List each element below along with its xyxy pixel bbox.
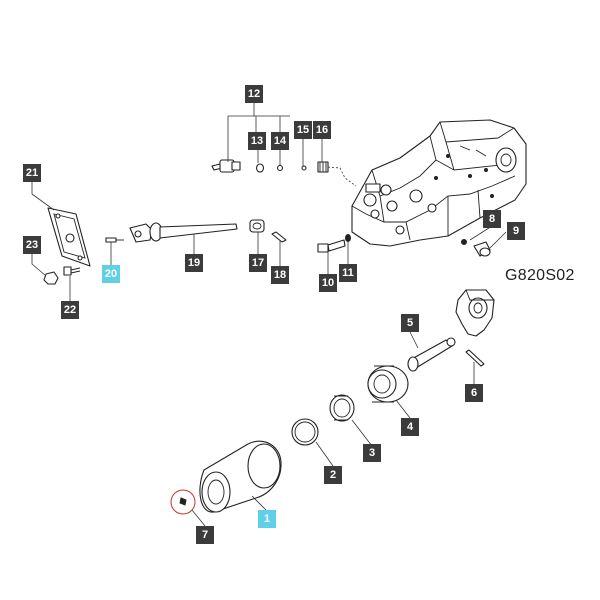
valve-parts-13-16 [211,159,357,187]
nut-23 [43,271,59,285]
drawing-code: G820S02 [505,267,575,284]
washer-20 [105,237,124,243]
callout-17[interactable]: 17 [249,254,267,272]
callout-1[interactable]: 1 [258,510,276,528]
bolt-10 [317,239,346,253]
bushing-17 [249,219,265,233]
ring-3 [329,394,355,422]
plug-7 [170,489,196,515]
callout-8[interactable]: 8 [483,210,501,228]
callout-7[interactable]: 7 [196,526,214,544]
crank-arm [455,289,495,337]
control-rod-19 [129,222,238,243]
callout-14[interactable]: 14 [271,132,289,150]
pin-18 [271,231,287,243]
callout-15[interactable]: 15 [294,121,312,139]
callout-19[interactable]: 19 [185,254,203,272]
seal-8 [461,239,467,245]
callout-2[interactable]: 2 [324,466,342,484]
callout-5[interactable]: 5 [401,314,419,332]
piston-4 [367,365,409,403]
cover-plate-21 [47,207,91,267]
plug-9 [473,241,491,257]
leader-lines [31,103,507,527]
lift-housing-assembly [351,119,527,247]
callout-12[interactable]: 12 [245,85,263,103]
callout-16[interactable]: 16 [313,121,331,139]
callout-10[interactable]: 10 [319,274,337,292]
callout-9[interactable]: 9 [507,222,525,240]
callout-13[interactable]: 13 [248,132,266,150]
callout-23[interactable]: 23 [23,236,41,254]
callout-20[interactable]: 20 [102,265,120,283]
callout-11[interactable]: 11 [339,264,357,282]
bolt-22 [63,266,81,276]
callout-18[interactable]: 18 [271,266,289,284]
callout-3[interactable]: 3 [363,444,381,462]
connecting-rod-5 [407,337,456,372]
pin-6 [465,349,485,367]
callout-21[interactable]: 21 [23,164,41,182]
washer-11 [345,234,351,242]
callout-4[interactable]: 4 [401,418,419,436]
cylinder-1 [199,440,282,513]
callout-6[interactable]: 6 [465,384,483,402]
callout-22[interactable]: 22 [61,301,79,319]
o-ring-2 [291,418,319,446]
